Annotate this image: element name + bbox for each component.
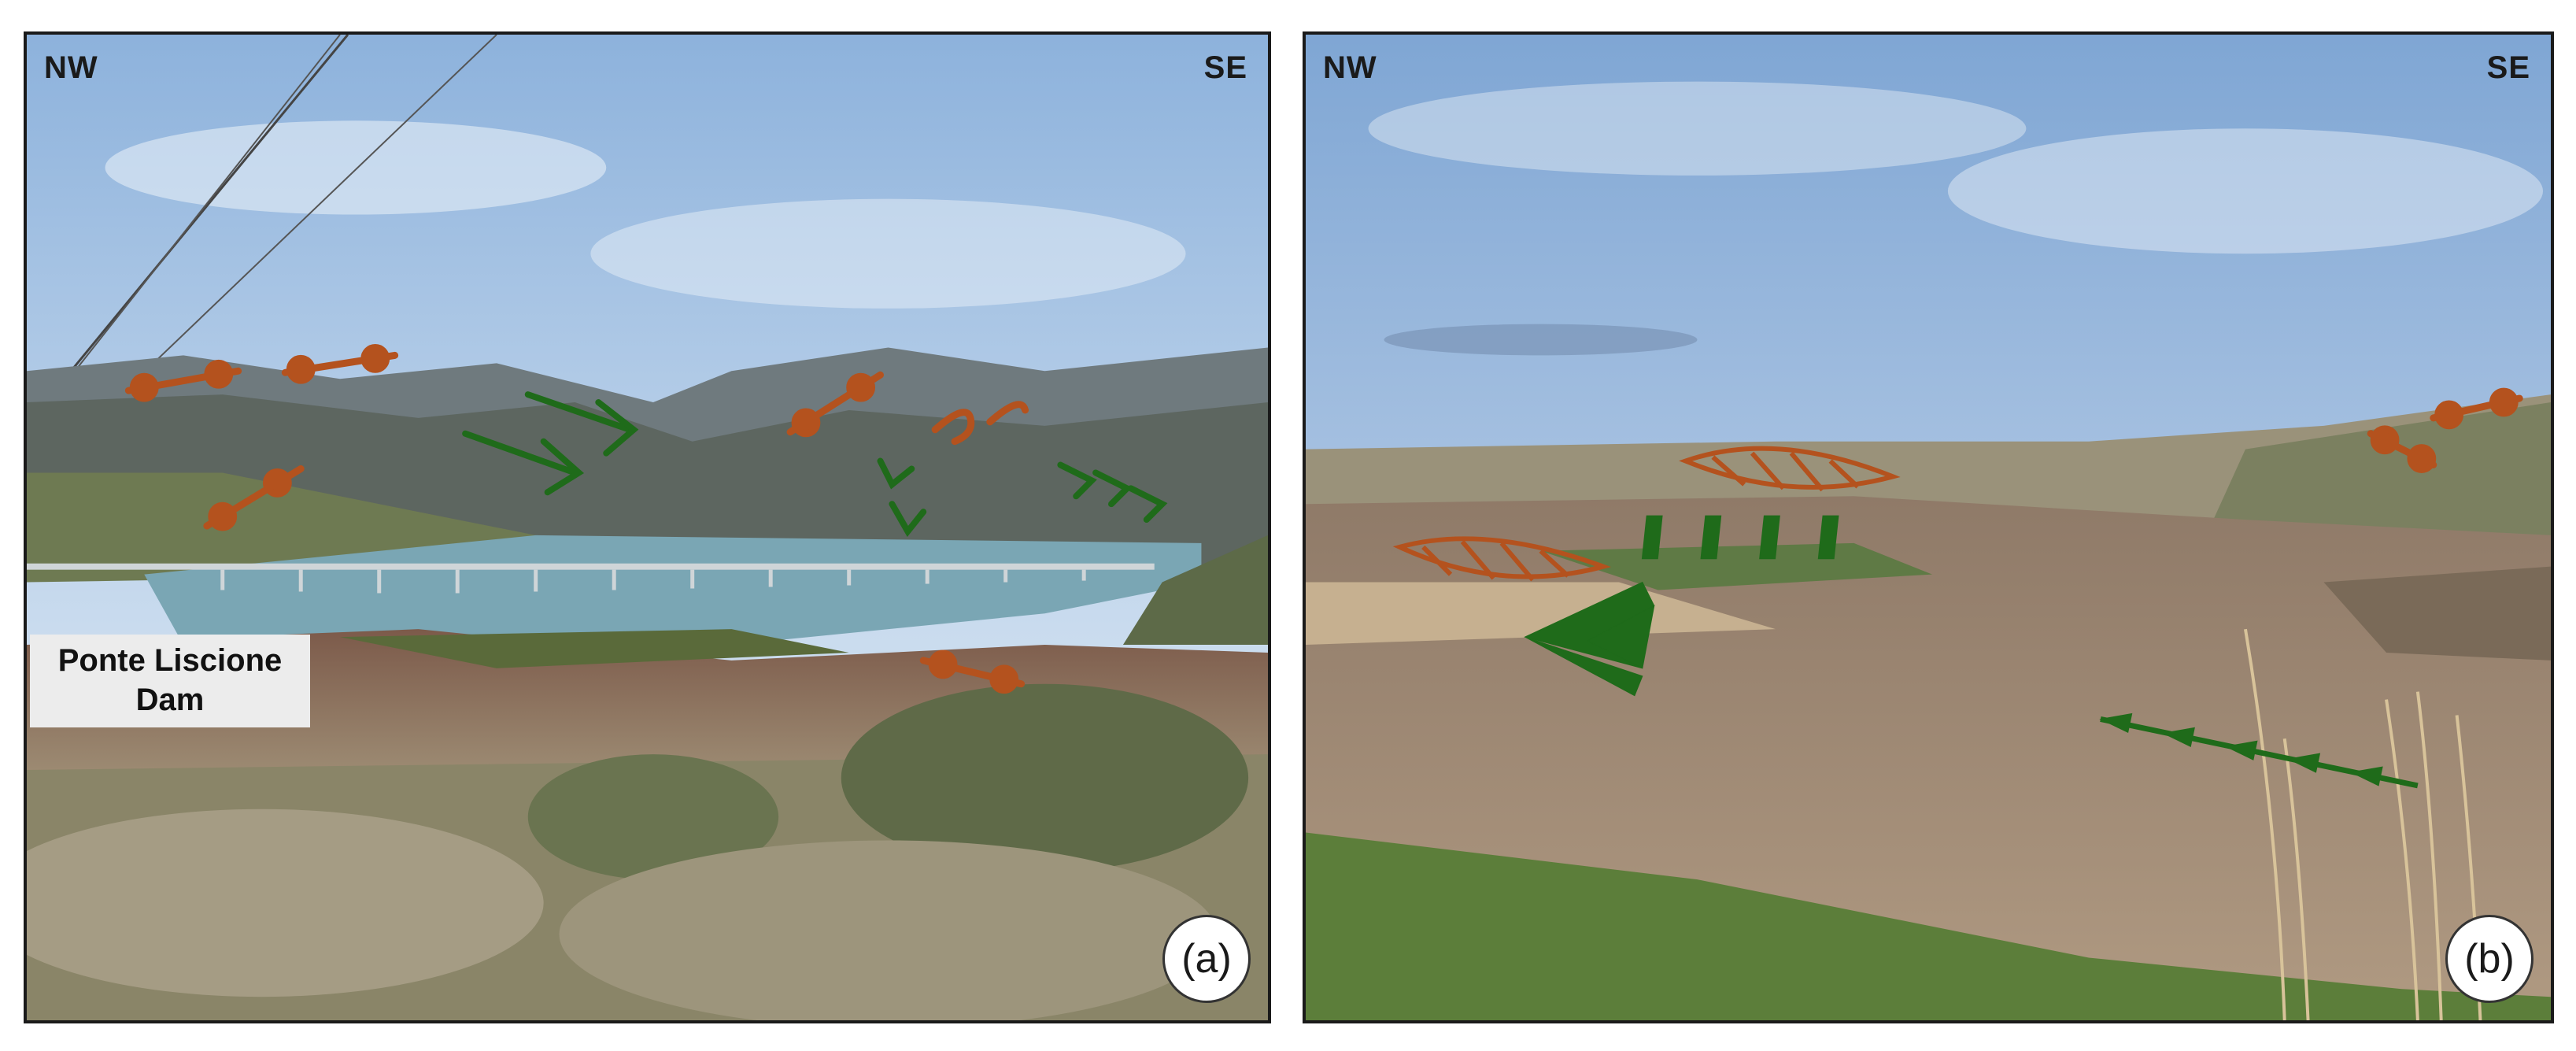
- brown-structural-symbols: [124, 343, 1029, 694]
- brown-structural-symbols: [2367, 387, 2523, 473]
- direction-label-se: SE: [1203, 50, 1247, 85]
- direction-label-nw: NW: [1323, 50, 1377, 85]
- grass-foreground: [1306, 832, 2551, 1020]
- panel-label-a: (a): [1162, 915, 1251, 1003]
- panel-label-b: (b): [2445, 915, 2533, 1003]
- place-label-box: Ponte Liscione Dam: [30, 635, 310, 727]
- brown-lens-symbols: [1392, 446, 1901, 582]
- dam-bridge: [27, 563, 1155, 570]
- direction-label-nw: NW: [44, 50, 98, 85]
- landscape-photo-b: [1306, 35, 2551, 1020]
- photo-panel-b: NW SE (b): [1303, 31, 2554, 1023]
- green-arrow-symbols: [462, 391, 1168, 538]
- green-symbols: [1524, 515, 2419, 789]
- landscape-photo-a: [27, 35, 1268, 1020]
- photo-panel-a: NW SE Ponte Liscione Dam (a): [24, 31, 1271, 1023]
- place-label-line2: Dam: [135, 683, 205, 717]
- place-label-line1: Ponte Liscione: [57, 643, 283, 678]
- lake: [144, 535, 1202, 646]
- power-line: [57, 35, 349, 388]
- direction-label-se: SE: [2486, 50, 2530, 85]
